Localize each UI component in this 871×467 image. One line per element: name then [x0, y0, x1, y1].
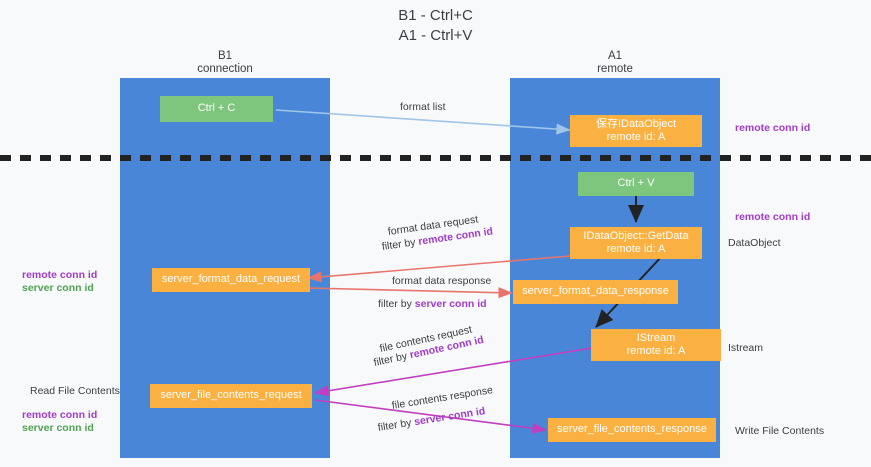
edge-label-format-data-response-filter: filter by server conn id: [378, 298, 487, 311]
box-server-file-contents-request-line1: server_file_contents_request: [160, 389, 302, 402]
box-ctrl-v-line1: Ctrl + V: [617, 177, 655, 190]
edge-label-format-data-response: format data response: [392, 275, 491, 288]
box-save-idataobject-line2: remote id: A: [606, 131, 666, 143]
annotation-left-server-conn-id-1: server conn id: [22, 282, 94, 294]
annotation-right-mid-remote-conn-id: remote conn id: [735, 211, 811, 223]
annotation-right-istream: Istream: [728, 342, 764, 354]
box-ctrl-v[interactable]: Ctrl + V: [578, 172, 694, 196]
box-server-file-contents-request[interactable]: server_file_contents_request: [150, 384, 312, 408]
box-istream-line2: remote id: A: [626, 345, 686, 357]
box-save-idataobject-line1: 保存IDataObject: [595, 117, 677, 130]
phase-divider: [0, 155, 871, 161]
box-server-file-contents-response-line1: server_file_contents_response: [557, 423, 707, 436]
annotation-left-read-file-contents: Read File Contents: [30, 385, 120, 397]
edge-label-format-data-response-text: format data response: [392, 275, 492, 287]
edge-file-contents-request: [314, 347, 593, 397]
box-istream[interactable]: IStream remote id: A: [591, 329, 721, 361]
annotation-right-top-remote-conn-id: remote conn id: [735, 122, 811, 134]
filter-key-server-conn-id: server conn id: [414, 298, 487, 310]
edge-format-list: [275, 109, 571, 135]
title-line-1: B1 - Ctrl+C: [398, 7, 473, 24]
lane-header-a1: A1 remote: [510, 50, 720, 76]
filter-prefix: filter by: [378, 298, 415, 310]
edge-label-format-list-text: format list: [400, 101, 446, 113]
annotation-left-remote-conn-id-1: remote conn id: [22, 269, 98, 281]
lane-header-a1-role: remote: [597, 63, 633, 75]
annotation-right-dataobject: DataObject: [728, 237, 781, 249]
annotation-left-remote-conn-id-2: remote conn id: [22, 409, 98, 421]
lane-header-b1: B1 connection: [120, 50, 330, 76]
page-title: B1 - Ctrl+C A1 - Ctrl+V: [0, 6, 871, 46]
box-server-file-contents-response[interactable]: server_file_contents_response: [548, 418, 716, 442]
box-idataobject-getdata-line2: remote id: A: [606, 243, 666, 255]
lane-header-a1-name: A1: [607, 50, 623, 62]
box-idataobject-getdata[interactable]: IDataObject::GetData remote id: A: [570, 227, 702, 259]
box-idataobject-getdata-line1: IDataObject::GetData: [583, 229, 689, 242]
lane-header-b1-name: B1: [217, 50, 233, 62]
box-server-format-data-response[interactable]: server_format_data_response: [513, 280, 678, 304]
lane-header-b1-role: connection: [197, 63, 253, 75]
box-istream-line1: IStream: [636, 331, 676, 344]
title-line-2: A1 - Ctrl+V: [398, 27, 473, 44]
annotation-right-write-file-contents: Write File Contents: [735, 425, 825, 437]
box-ctrl-c[interactable]: Ctrl + C: [160, 96, 273, 122]
edge-label-format-list: format list: [400, 101, 446, 114]
annotation-left-server-conn-id-2: server conn id: [22, 422, 94, 434]
edge-file-contents-response: [314, 399, 547, 434]
box-server-format-data-request-line1: server_format_data_request: [161, 273, 301, 286]
box-save-idataobject[interactable]: 保存IDataObject remote id: A: [570, 115, 702, 147]
edge-format-data-request: [307, 255, 571, 283]
box-server-format-data-response-line1: server_format_data_response: [522, 285, 669, 298]
box-ctrl-c-line1: Ctrl + C: [197, 102, 236, 115]
edge-format-data-response: [307, 287, 513, 299]
box-server-format-data-request[interactable]: server_format_data_request: [152, 268, 310, 292]
